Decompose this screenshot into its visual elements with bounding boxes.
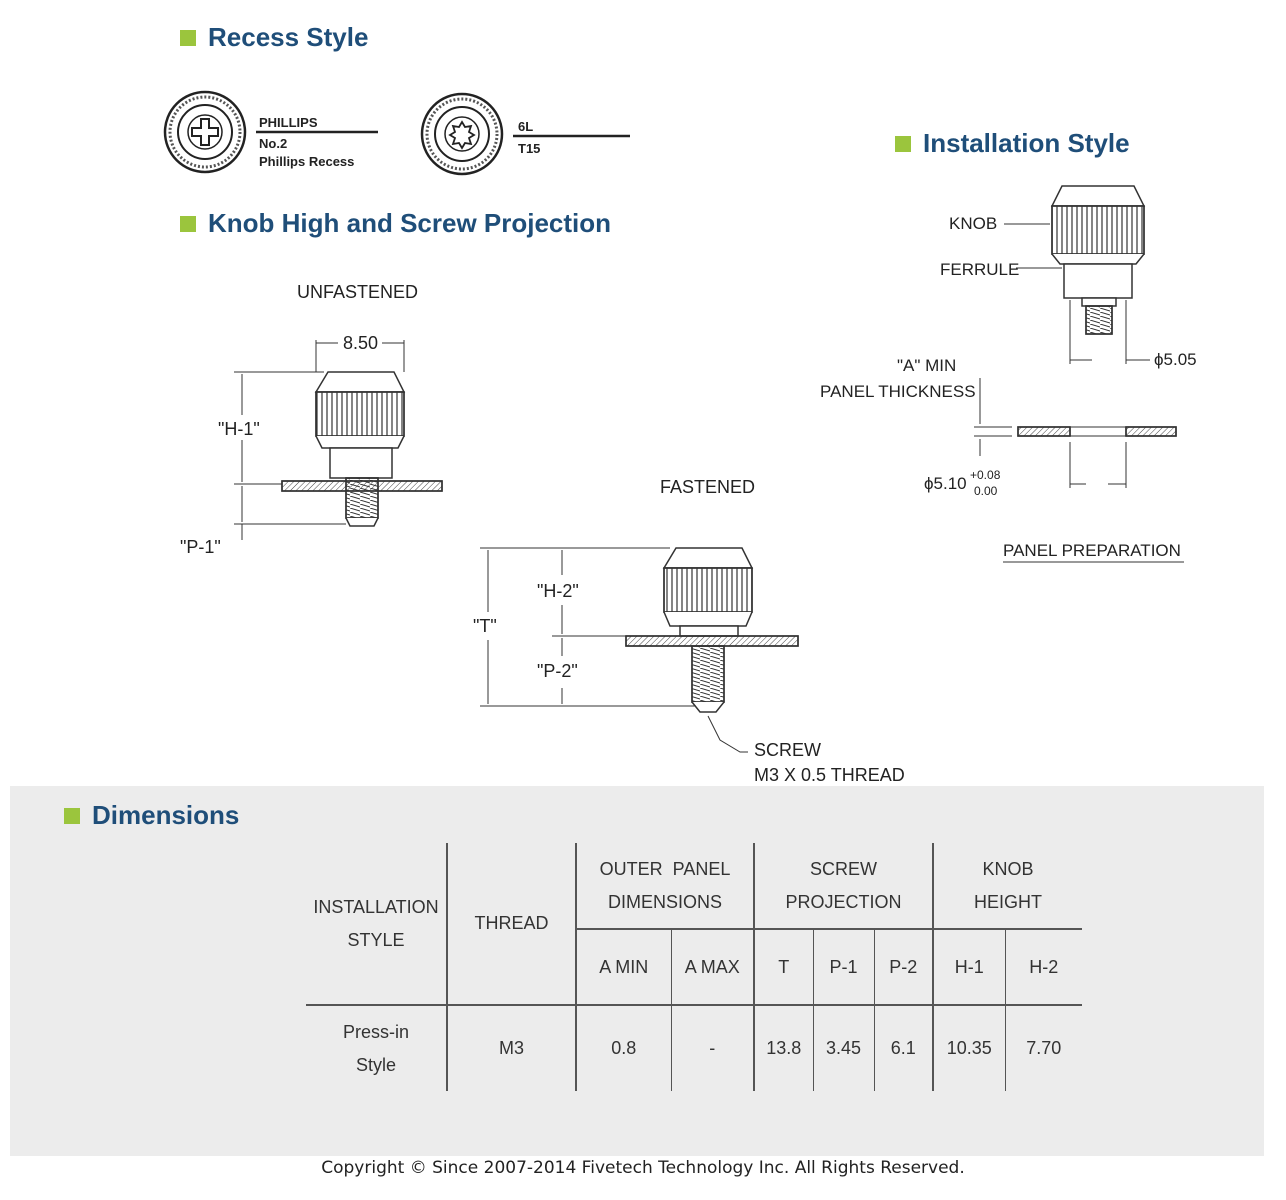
- knob-heading: Knob High and Screw Projection: [180, 208, 611, 239]
- width-dimension: 8.50: [343, 333, 379, 353]
- header-thread: THREAD: [447, 843, 577, 1005]
- header-screw-line1: SCREW: [810, 858, 877, 879]
- header-installation-line2: STYLE: [347, 929, 405, 950]
- installation-title: Installation Style: [923, 128, 1130, 158]
- header-h1: H-1: [933, 929, 1006, 1005]
- table-row: Press-in Style M3 0.8 - 13.8 3.45 6.1 10…: [306, 1005, 1082, 1091]
- bullet-square-icon: [180, 215, 196, 232]
- cell-a-min: 0.8: [576, 1005, 672, 1091]
- fastened-screw-drawing: [480, 547, 799, 753]
- phillips-size: No.2: [259, 136, 288, 151]
- phillips-label: PHILLIPS: [259, 115, 318, 130]
- cell-style-line1: Press-in: [342, 1021, 409, 1042]
- cell-p2: 6.1: [874, 1005, 934, 1091]
- installation-heading: Installation Style: [895, 128, 1130, 159]
- cell-a-max: -: [671, 1005, 755, 1091]
- recess-style-title: Recess Style: [208, 22, 369, 52]
- header-installation-line1: INSTALLATION: [313, 896, 439, 917]
- cell-thread: M3: [447, 1005, 577, 1091]
- knob-title: Knob High and Screw Projection: [208, 208, 612, 238]
- cell-t: 13.8: [754, 1005, 814, 1091]
- h1-label: "H-1": [218, 419, 260, 439]
- diameter-510: ϕ5.10: [924, 474, 967, 493]
- header-outer-line1: OUTER PANEL: [599, 858, 731, 879]
- tolerance-plus: +0.08: [970, 468, 1001, 482]
- cell-style-line2: Style: [355, 1054, 397, 1075]
- header-installation-style: INSTALLATION STYLE: [306, 843, 448, 1005]
- diameter-505: ϕ5.05: [1154, 350, 1197, 369]
- header-outer-panel: OUTER PANEL DIMENSIONS: [576, 843, 755, 930]
- panel-preparation-label: PANEL PREPARATION: [1003, 541, 1181, 560]
- phillips-recess: Phillips Recess: [259, 154, 355, 169]
- cell-p1: 3.45: [813, 1005, 875, 1091]
- torx-label: 6L: [518, 119, 534, 134]
- copyright-footer: Copyright © Since 2007-2014 Fivetech Tec…: [321, 1158, 965, 1178]
- recess-style-heading: Recess Style: [180, 22, 368, 53]
- panel-thickness-label: PANEL THICKNESS: [820, 382, 976, 401]
- header-screw-line2: PROJECTION: [785, 891, 902, 912]
- torx-size: T15: [518, 141, 541, 156]
- installation-drawing: [974, 185, 1184, 563]
- h2-label: "H-2": [537, 581, 579, 601]
- cell-h1: 10.35: [933, 1005, 1006, 1091]
- header-a-max: A MAX: [671, 929, 755, 1005]
- bullet-square-icon: [895, 135, 911, 152]
- ferrule-label: FERRULE: [940, 260, 1020, 279]
- unfastened-label: UNFASTENED: [297, 282, 419, 302]
- cell-style: Press-in Style: [306, 1005, 448, 1091]
- screw-label: SCREW: [754, 740, 821, 760]
- unfastened-screw-drawing: [234, 340, 443, 540]
- header-knob-line2: HEIGHT: [973, 891, 1042, 912]
- t-label: "T": [473, 616, 497, 636]
- a-min-label: "A" MIN: [897, 356, 957, 375]
- cell-h2: 7.70: [1026, 1038, 1062, 1058]
- bullet-square-icon: [64, 807, 80, 824]
- p2-label: "P-2": [537, 661, 578, 681]
- header-p2: P-2: [874, 929, 934, 1005]
- header-p1: P-1: [813, 929, 875, 1005]
- header-h2: H-2: [1029, 956, 1059, 977]
- header-knob-line1: KNOB: [982, 858, 1034, 879]
- bullet-square-icon: [180, 29, 196, 46]
- header-screw-projection: SCREW PROJECTION: [754, 843, 934, 930]
- torx-recess-icon: [420, 92, 504, 176]
- tolerance-minus: 0.00: [974, 484, 998, 498]
- dimensions-table: INSTALLATION STYLE THREAD OUTER PANEL DI…: [306, 843, 1082, 1091]
- header-t: T: [754, 929, 814, 1005]
- fastened-label: FASTENED: [660, 477, 756, 497]
- header-outer-line2: DIMENSIONS: [607, 891, 722, 912]
- dimensions-title: Dimensions: [92, 800, 240, 830]
- phillips-recess-icon: [163, 90, 247, 174]
- p1-label: "P-1": [180, 537, 221, 557]
- thread-label: M3 X 0.5 THREAD: [754, 765, 905, 785]
- header-a-min: A MIN: [576, 929, 672, 1005]
- knob-label: KNOB: [949, 214, 998, 233]
- dimensions-heading: Dimensions: [64, 800, 239, 831]
- technical-drawing: [163, 90, 1184, 753]
- header-knob-height: KNOB HEIGHT: [933, 843, 1082, 930]
